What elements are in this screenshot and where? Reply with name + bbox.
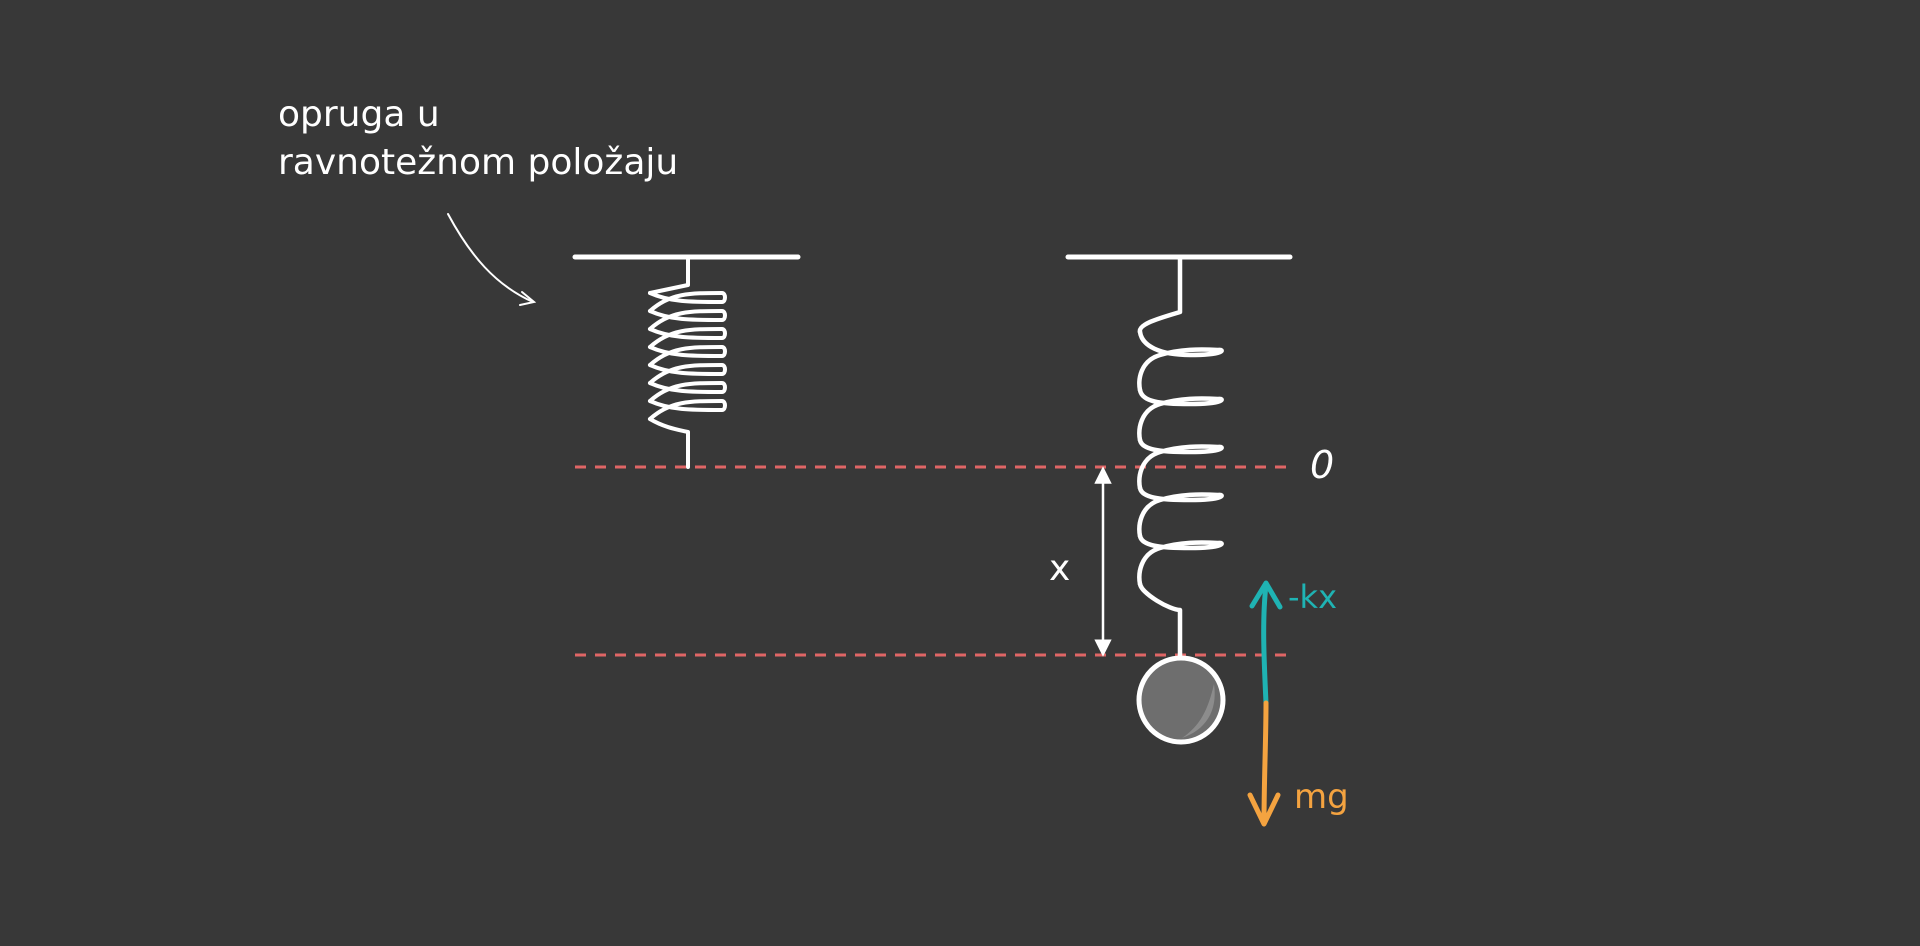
zero-label: 0	[1310, 443, 1334, 487]
annotation-line-2: ravnotežnom položaju	[278, 142, 678, 183]
spring-force-arrow	[1249, 580, 1283, 706]
gravity-arrow	[1247, 700, 1281, 827]
right-spring	[1137, 254, 1224, 663]
annotation-arrow	[447, 213, 537, 306]
gravity-label: mg	[1294, 777, 1349, 817]
mass-ball	[1136, 655, 1226, 745]
annotation-line-1: opruga u	[278, 94, 440, 135]
displacement-label: x	[1049, 548, 1070, 589]
left-spring	[648, 255, 727, 469]
spring-force-label: -kx	[1288, 578, 1337, 616]
